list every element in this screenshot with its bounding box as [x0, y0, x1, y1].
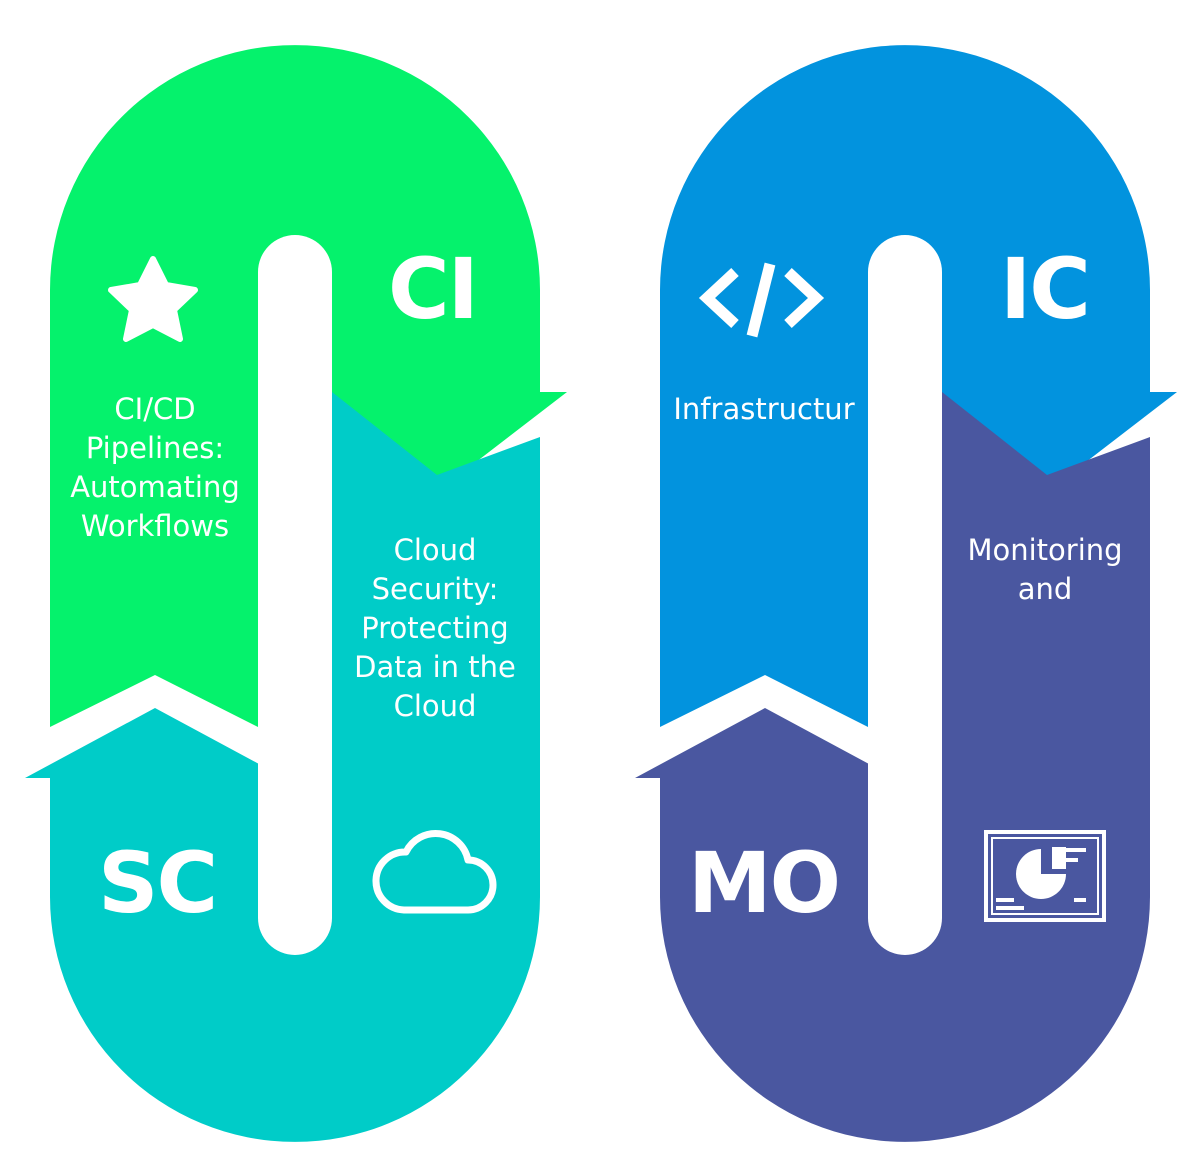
right-pill — [635, 45, 1177, 1142]
ci-label: CI/CD Pipelines: Automating Workflows — [55, 390, 255, 546]
ic-label: Infrastructur — [662, 390, 866, 429]
mo-segment — [635, 392, 1150, 1142]
left-pill — [25, 45, 567, 1142]
star-icon — [108, 256, 198, 342]
sc-label-line: Cloud — [393, 689, 477, 723]
cloud-icon — [372, 830, 497, 914]
ci-abbreviation: CI — [388, 240, 479, 338]
left-divider — [258, 235, 332, 935]
ci-label-line: CI/CD — [114, 392, 196, 426]
sc-label-line: Security: — [371, 572, 499, 606]
mo-label: Monitoring and — [945, 531, 1145, 609]
mo-label-line: Monitoring — [967, 533, 1123, 567]
sc-label-line: Data in the — [354, 650, 516, 684]
sc-label-line: Cloud — [393, 533, 477, 567]
sc-abbreviation: SC — [98, 834, 218, 932]
code-icon — [698, 262, 825, 338]
mo-label-line: and — [1017, 572, 1073, 606]
ci-label-line: Pipelines: — [85, 431, 225, 465]
ic-label-line: Infrastructur — [673, 392, 855, 426]
ci-label-line: Workflows — [80, 509, 230, 543]
sc-segment — [25, 392, 540, 1142]
dashboard-icon — [984, 830, 1106, 922]
sc-label: Cloud Security: Protecting Data in the C… — [335, 531, 535, 726]
ci-label-line: Automating — [70, 470, 240, 504]
ic-abbreviation: IC — [1000, 240, 1091, 338]
right-divider — [868, 235, 942, 935]
mo-abbreviation: MO — [688, 834, 841, 932]
sc-label-line: Protecting — [361, 611, 509, 645]
